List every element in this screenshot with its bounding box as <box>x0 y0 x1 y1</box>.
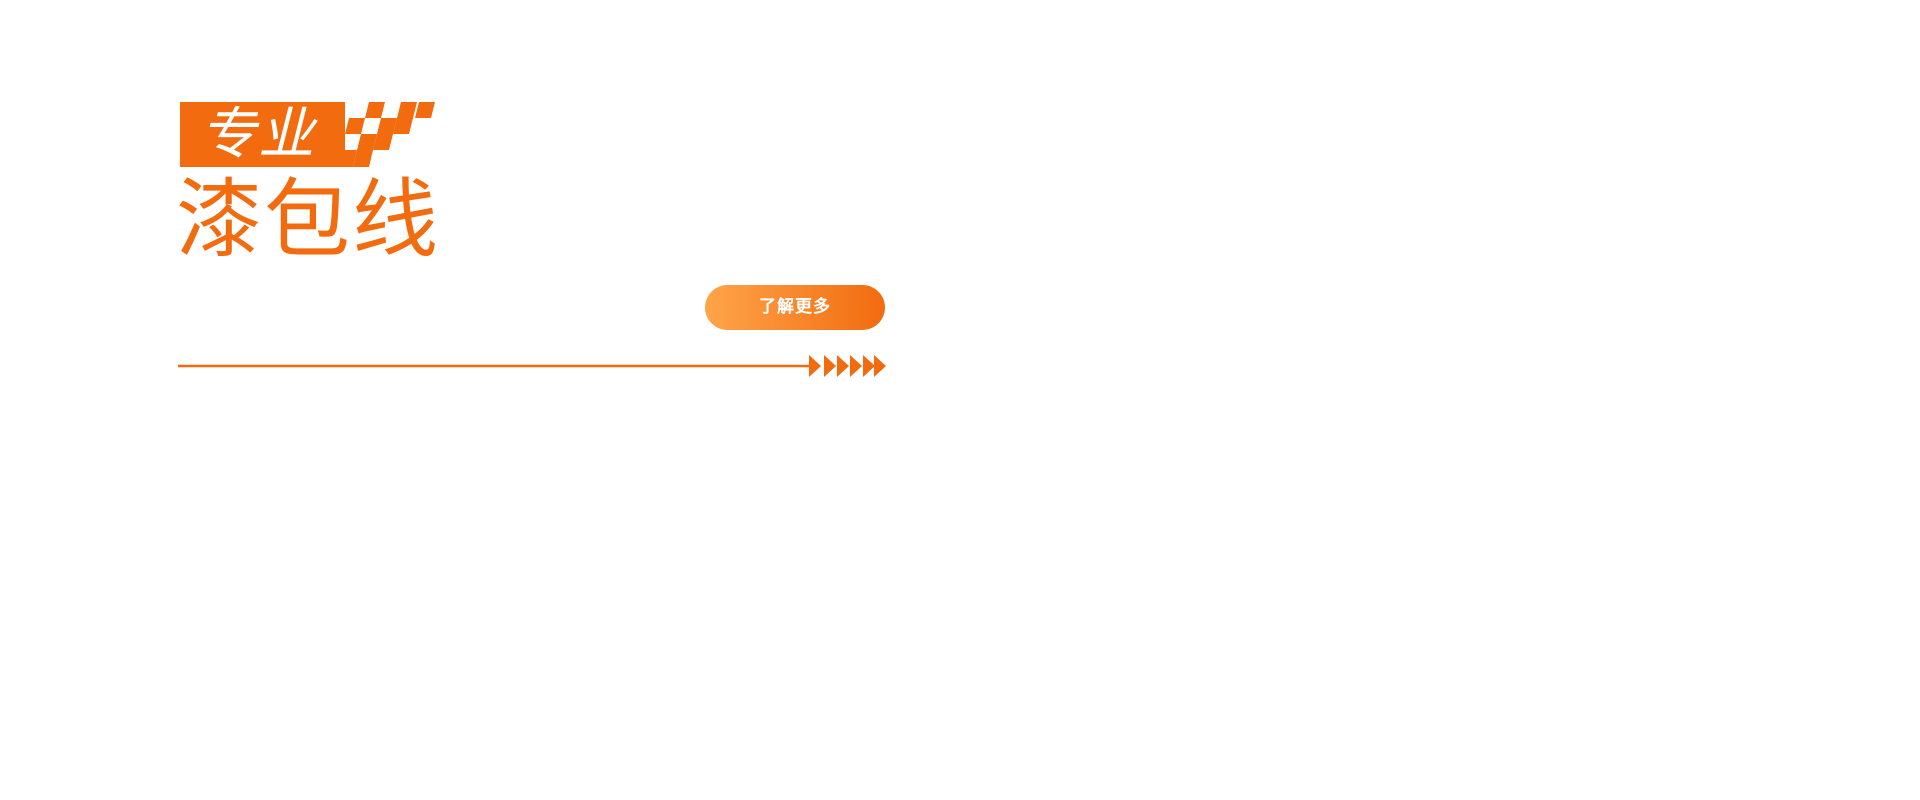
page-title: 漆包线 <box>176 170 440 270</box>
divider-arrow-line <box>178 355 886 377</box>
checkered-flag-icon <box>340 102 435 167</box>
badge-label: 专业 <box>200 102 316 167</box>
category-badge: 专业 <box>180 102 345 167</box>
arrow-right-icon <box>809 355 886 377</box>
learn-more-button[interactable]: 了解更多 <box>705 285 885 330</box>
